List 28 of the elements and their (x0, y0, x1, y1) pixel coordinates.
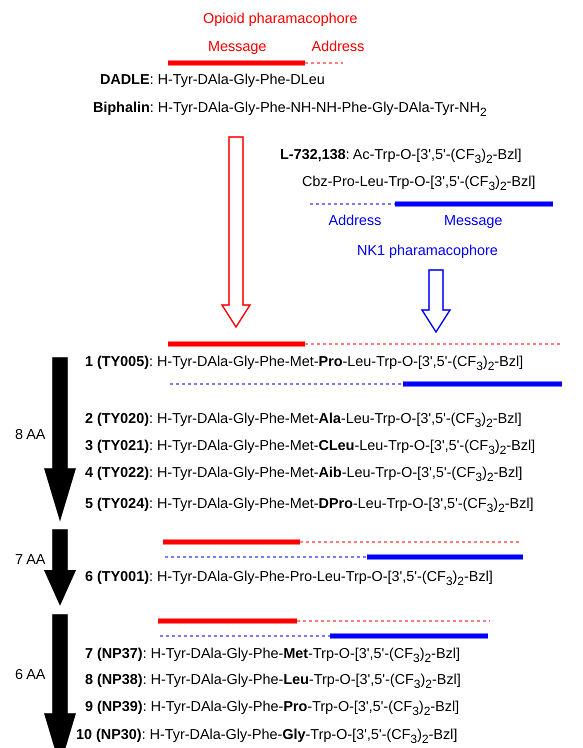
region-label: Message (208, 38, 266, 56)
block-arrow (44, 529, 76, 606)
peptide-sequence: DADLE: H-Tyr-DAla-Gly-Phe-DLeu (100, 71, 325, 89)
edge-label: 6 AA (15, 666, 46, 684)
region-label: Message (444, 212, 502, 230)
peptide-sequence: 9 (NP39): H-Tyr-DAla-Gly-Phe-Pro-Trp-O-[3',5'-(CF$_{3}$)$_{2}$-Bzl] (85, 698, 460, 720)
region-label: Address (312, 38, 364, 56)
peptide-sequence: 6 (TY001): H-Tyr-DAla-Gly-Phe-Pro-Leu-Trp-O-[3',5'-(CF$_{3}$)$_{2}$-Bzl] (85, 568, 493, 590)
block-arrow (420, 269, 452, 334)
peptide-sequence: 1 (TY005): H-Tyr-DAla-Gly-Phe-Met-Pro-Leu-Trp-O-[3',5'-(CF$_{3}$)$_{2}$-Bzl] (85, 353, 524, 375)
block-arrow (44, 614, 76, 748)
peptide-sequence: 3 (TY021): H-Tyr-DAla-Gly-Phe-Met-CLeu-Leu-Trp-O-[3',5'-(CF$_{3}$)$_{2}$-Bzl] (85, 437, 536, 459)
block-arrow (220, 136, 252, 328)
peptide-sequence: 5 (TY024): H-Tyr-DAla-Gly-Phe-Met-DPro-Leu-Trp-O-[3',5'-(CF$_{3}$)$_{2}$-Bzl] (85, 495, 534, 517)
pharmacophore-heading: NK1 pharamacophore (357, 242, 498, 260)
peptide-sequence: 10 (NP30): H-Tyr-DAla-Gly-Phe-Gly-Trp-O-[3',5'-(CF$_{3}$)$_{2}$-Bzl] (76, 726, 458, 748)
peptide-sequence: 4 (TY022): H-Tyr-DAla-Gly-Phe-Met-Aib-Leu-Trp-O-[3',5'-(CF$_{3}$)$_{2}$-Bzl] (85, 464, 522, 486)
peptide-sequence: L-732,138: Ac-Trp-O-[3',5'-(CF$_{3}$)$_{2}$-Bzl] (280, 146, 522, 168)
peptide-sequence: 8 (NP38): H-Tyr-DAla-Gly-Phe-Leu-Trp-O-[3',5'-(CF$_{3}$)$_{2}$-Bzl] (85, 671, 461, 693)
peptide-sequence: Cbz-Pro-Leu-Trp-O-[3',5'-(CF$_{3}$)$_{2}$-Bzl] (302, 173, 536, 195)
edge-label: 7 AA (15, 551, 46, 569)
region-label: Opioid pharamacophore (203, 10, 358, 28)
region-label: Address (328, 212, 382, 230)
peptide-sequence: 2 (TY020): H-Tyr-DAla-Gly-Phe-Met-Ala-Leu-Trp-O-[3',5'-(CF$_{3}$)$_{2}$-Bzl] (85, 410, 522, 432)
peptide-sequence: 7 (NP37): H-Tyr-DAla-Gly-Phe-Met-Trp-O-[3',5'-(CF$_{3}$)$_{2}$-Bzl] (85, 645, 460, 667)
peptide-sequence: Biphalin: H-Tyr-DAla-Gly-Phe-NH-NH-Phe-Gly-DAla-Tyr-NH$_{2}$ (93, 99, 487, 121)
block-arrow (44, 357, 76, 522)
edge-label: 8 AA (15, 426, 46, 444)
